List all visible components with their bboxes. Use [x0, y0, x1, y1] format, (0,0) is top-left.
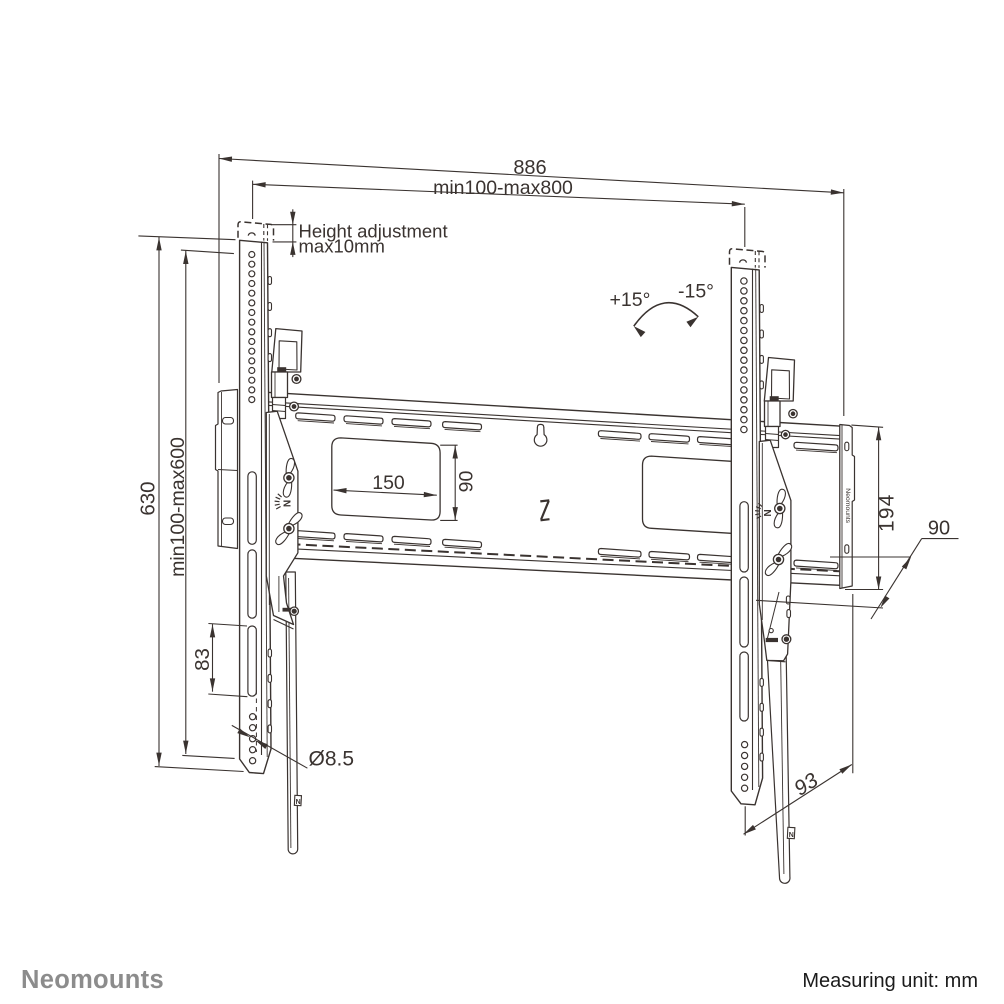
- svg-text:90: 90: [455, 471, 477, 493]
- svg-text:886: 886: [513, 157, 546, 179]
- svg-text:150: 150: [372, 472, 405, 494]
- svg-text:-15°: -15°: [678, 281, 714, 303]
- svg-text:630: 630: [137, 481, 160, 515]
- svg-text:max10mm: max10mm: [299, 236, 385, 257]
- svg-text:min100-max800: min100-max800: [433, 177, 573, 199]
- svg-text:N: N: [281, 500, 292, 507]
- svg-text:Height adjustment: Height adjustment: [299, 221, 448, 242]
- svg-text:83: 83: [191, 648, 214, 671]
- svg-text:90: 90: [928, 518, 950, 540]
- svg-text:N: N: [296, 799, 301, 806]
- svg-text:N: N: [789, 832, 794, 839]
- svg-text:Measuring unit: mm: Measuring unit: mm: [802, 970, 978, 992]
- svg-text:Neomounts: Neomounts: [21, 966, 164, 994]
- svg-text:+15°: +15°: [610, 289, 651, 311]
- svg-text:N: N: [761, 509, 772, 516]
- svg-text:194: 194: [875, 493, 898, 532]
- svg-text:Neomounts: Neomounts: [844, 488, 851, 523]
- svg-text:Ø8.5: Ø8.5: [309, 748, 355, 771]
- svg-text:min100-max600: min100-max600: [167, 437, 189, 577]
